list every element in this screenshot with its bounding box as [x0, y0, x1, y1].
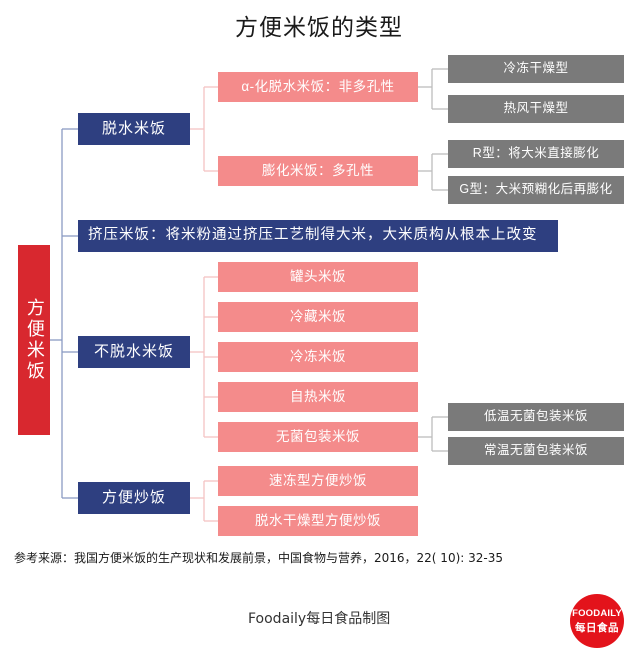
- node-convenience-fried-rice[interactable]: 方便炒饭: [78, 482, 190, 514]
- node-extruded-rice[interactable]: 挤压米饭：将米粉通过挤压工艺制得大米，大米质构从根本上改变: [78, 220, 558, 252]
- node-alpha-dehydrated-rice[interactable]: α-化脱水米饭：非多孔性: [218, 72, 418, 102]
- logo-line-1: FOODAILY: [572, 607, 622, 619]
- credit-line: Foodaily每日食品制图: [248, 611, 391, 627]
- node-dehydrated-dried-fried-rice[interactable]: 脱水干燥型方便炒饭: [218, 506, 418, 536]
- node-hot-air-dried-type[interactable]: 热风干燥型: [448, 95, 624, 123]
- node-frozen-rice[interactable]: 冷冻米饭: [218, 342, 418, 372]
- root-node-label: 方便米饭: [24, 298, 45, 382]
- node-dehydrated-rice[interactable]: 脱水米饭: [78, 113, 190, 145]
- node-puffed-rice[interactable]: 膨化米饭：多孔性: [218, 156, 418, 186]
- node-g-type-puffing[interactable]: G型：大米预糊化后再膨化: [448, 176, 624, 204]
- node-freeze-dried-type[interactable]: 冷冻干燥型: [448, 55, 624, 83]
- node-self-heating-rice[interactable]: 自热米饭: [218, 382, 418, 412]
- node-low-temp-aseptic-rice[interactable]: 低温无菌包装米饭: [448, 403, 624, 431]
- node-canned-rice[interactable]: 罐头米饭: [218, 262, 418, 292]
- root-node-convenience-rice[interactable]: 方便米饭: [18, 245, 50, 435]
- page-title: 方便米饭的类型: [235, 15, 403, 41]
- source-reference: 参考来源：我国方便米饭的生产现状和发展前景，中国食物与营养，2016，22( 1…: [14, 551, 503, 565]
- node-aseptic-packaged-rice[interactable]: 无菌包装米饭: [218, 422, 418, 452]
- node-chilled-rice[interactable]: 冷藏米饭: [218, 302, 418, 332]
- node-quick-frozen-fried-rice[interactable]: 速冻型方便炒饭: [218, 466, 418, 496]
- node-r-type-puffing[interactable]: R型：将大米直接膨化: [448, 140, 624, 168]
- node-non-dehydrated-rice[interactable]: 不脱水米饭: [78, 336, 190, 368]
- foodaily-logo: FOODAILY 每日食品: [570, 594, 624, 648]
- node-ambient-aseptic-rice[interactable]: 常温无菌包装米饭: [448, 437, 624, 465]
- logo-line-2: 每日食品: [575, 621, 619, 634]
